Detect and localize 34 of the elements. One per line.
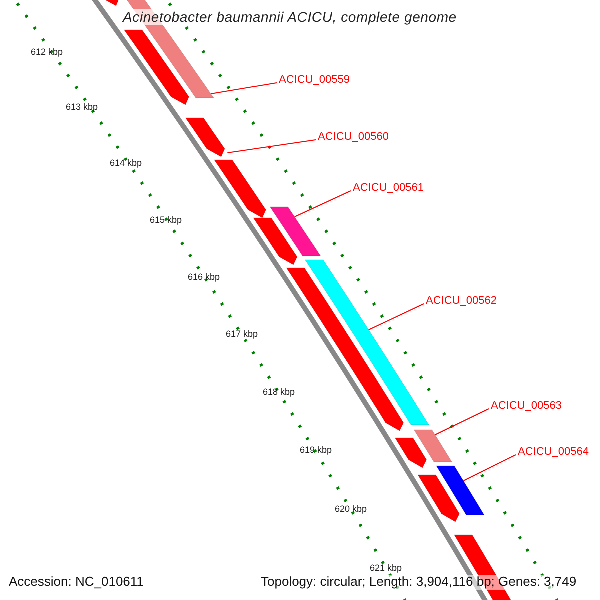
position-label: 612 kbp: [31, 47, 64, 58]
position-label: 613 kbp: [66, 102, 98, 112]
gene-feature: [394, 438, 428, 468]
position-label: 620 kbp: [335, 504, 368, 514]
footer-note: Topology: circular; Length: 3,904,116 bp; Genes: 3,749: [261, 575, 577, 590]
leader-line: [210, 82, 278, 94]
gene-feature: [418, 474, 460, 522]
gene-feature: [185, 118, 226, 158]
gene-feature: [253, 218, 298, 266]
position-label: 615 kbp: [150, 215, 182, 226]
leader-line: [294, 190, 352, 218]
position-label: 614 kbp: [110, 158, 142, 168]
gene-feature: [270, 206, 321, 256]
leader-line: [368, 304, 424, 330]
position-label: 616 kbp: [188, 272, 220, 282]
position-label: 618 kbp: [263, 387, 296, 398]
gene-feature: [124, 30, 190, 106]
gene-feature: [436, 466, 485, 516]
gene-label: ACICU_00562: [426, 295, 497, 308]
footer-note: Accession: NC_010611: [9, 575, 144, 590]
position-label: 621 kbp: [370, 563, 402, 574]
leader-line: [434, 408, 490, 436]
position-label: 619 kbp: [300, 445, 332, 456]
gene-feature: [214, 160, 266, 218]
position-label: 617 kbp: [226, 329, 258, 340]
gene-feature: [414, 430, 452, 462]
gene-label: ACICU_00560: [318, 131, 389, 144]
leader-line: [463, 454, 516, 482]
leader-line: [227, 140, 316, 154]
gene-label: ACICU_00561: [353, 182, 424, 195]
gene-label: ACICU_00559: [279, 74, 350, 87]
gene-label: ACICU_00563: [491, 400, 562, 413]
gene-label: ACICU_00564: [518, 446, 589, 459]
diagram-title: Acinetobacter baumannii ACICU, complete genome: [123, 9, 457, 26]
